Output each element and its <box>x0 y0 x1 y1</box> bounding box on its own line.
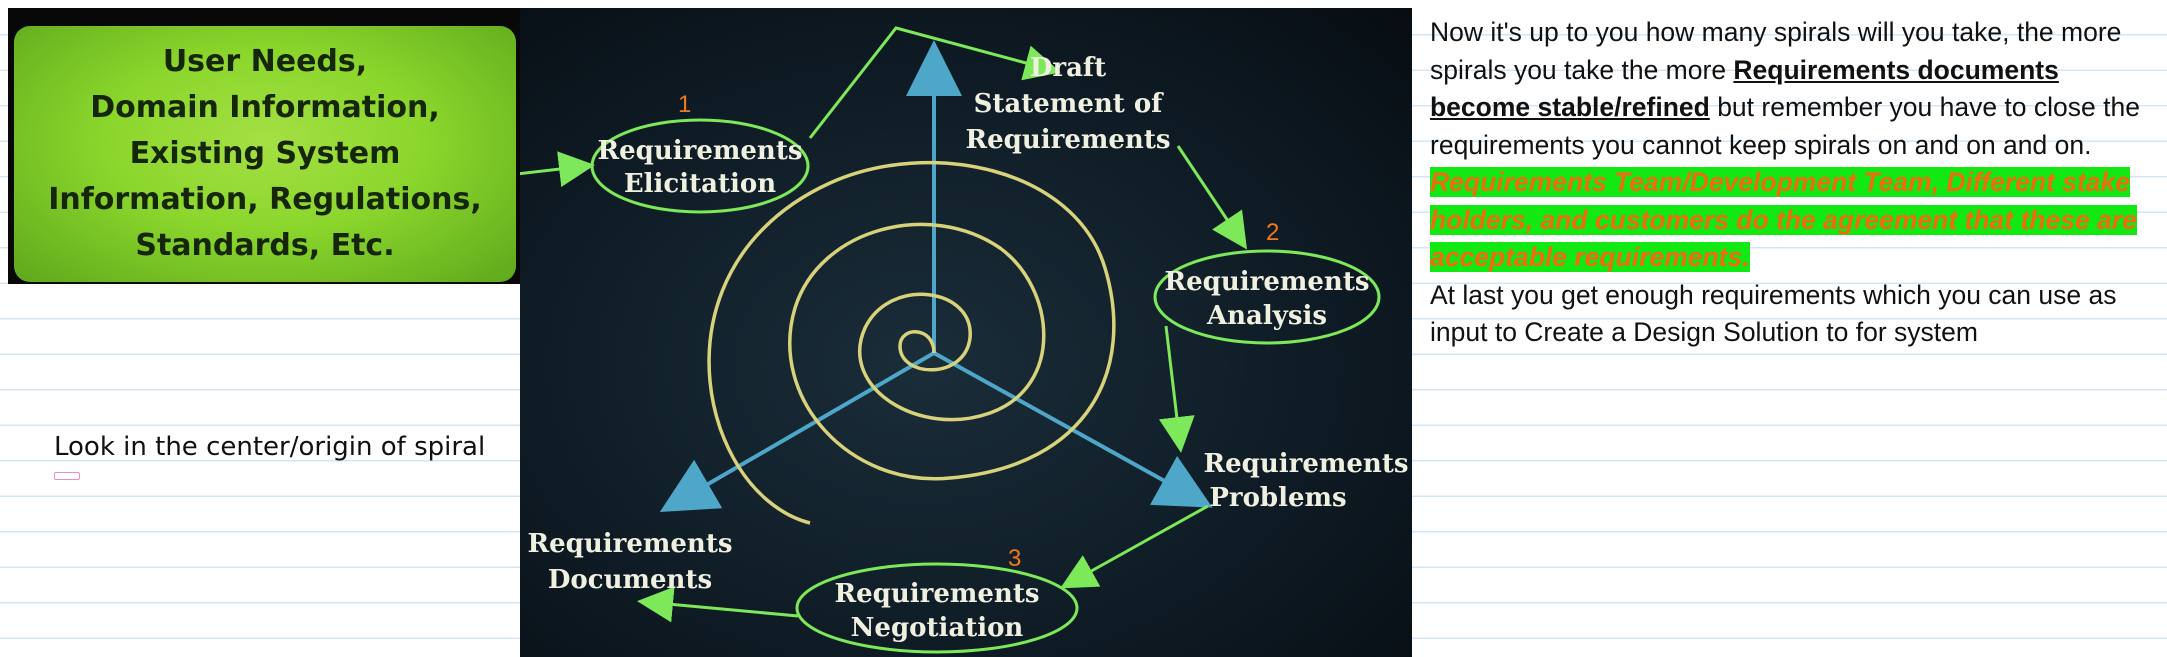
arrow-elicitation-to-draft <box>808 26 1061 139</box>
input-line: Information, Regulations, <box>48 182 482 217</box>
spiral-center-note: Look in the center/origin of spiral <box>54 432 486 462</box>
arrow-negotiation-to-documents <box>637 586 799 623</box>
analysis-label-1: Requirements <box>1165 267 1370 297</box>
axis-right <box>933 351 1213 508</box>
input-line: Domain Information, <box>90 90 440 125</box>
negotiation-label-2: Negotiation <box>851 613 1024 643</box>
spirals-text-b: but remember you have to close the requi… <box>1430 92 2140 160</box>
spiral-svg: Requirements Elicitation Draft Statement… <box>520 26 1409 654</box>
elicitation-label-1: Requirements <box>598 136 803 166</box>
design-input-paragraph: At last you get enough requirements whic… <box>1430 279 2117 348</box>
arrow-analysis-to-problems <box>1158 325 1195 453</box>
ink-mark <box>54 472 80 480</box>
notes-text: Now it's up to you how many spirals will… <box>1430 14 2150 352</box>
arrow-problems-to-negotiation <box>1060 504 1209 589</box>
problems-label-1: Requirements <box>1204 449 1409 479</box>
negotiation-label-1: Requirements <box>835 579 1040 609</box>
documents-label-1: Requirements <box>528 529 733 559</box>
analysis-label-2: Analysis <box>1206 301 1327 331</box>
arrow-draft-to-analysis <box>1176 145 1247 250</box>
analysis-ellipse <box>1153 249 1381 345</box>
input-sources-image: User Needs, Domain Information, Existing… <box>8 8 524 284</box>
elicitation-ellipse <box>590 118 810 214</box>
refined-documents-emphasis: Requirements documents become stable/ref… <box>1430 54 2059 123</box>
axis-left <box>659 351 936 513</box>
spiral-diagram: Requirements Elicitation Draft Statement… <box>520 8 1412 657</box>
arrow-input-to-elicitation <box>520 151 595 187</box>
step-number-2: 2 <box>1266 219 1279 246</box>
spirals-paragraph: Now it's up to you how many spirals will… <box>1430 14 2150 164</box>
step-number-1: 1 <box>678 91 691 118</box>
spiral-curve <box>707 160 1116 525</box>
elicitation-label-2: Elicitation <box>624 169 776 199</box>
spirals-text-a: Now it's up to you how many spirals will… <box>1430 17 2122 85</box>
negotiation-ellipse <box>795 562 1079 654</box>
agreement-highlight: Requirements Team/Development Team, Diff… <box>1430 164 2150 277</box>
documents-label-2: Documents <box>548 565 712 595</box>
input-sources-box: User Needs, Domain Information, Existing… <box>14 26 516 282</box>
draft-label-1: Draft <box>1030 53 1106 83</box>
draft-label-2: Statement of <box>974 89 1165 119</box>
input-line: Existing System <box>129 136 401 171</box>
problems-label-2: Problems <box>1209 483 1346 513</box>
input-sources-text: User Needs, Domain Information, Existing… <box>48 39 482 269</box>
draft-label-3: Requirements <box>966 125 1171 155</box>
input-line: Standards, Etc. <box>135 228 395 263</box>
step-number-3: 3 <box>1008 545 1021 572</box>
agreement-highlight-text: Requirements Team/Development Team, Diff… <box>1430 167 2137 272</box>
input-line: User Needs, <box>162 44 368 79</box>
